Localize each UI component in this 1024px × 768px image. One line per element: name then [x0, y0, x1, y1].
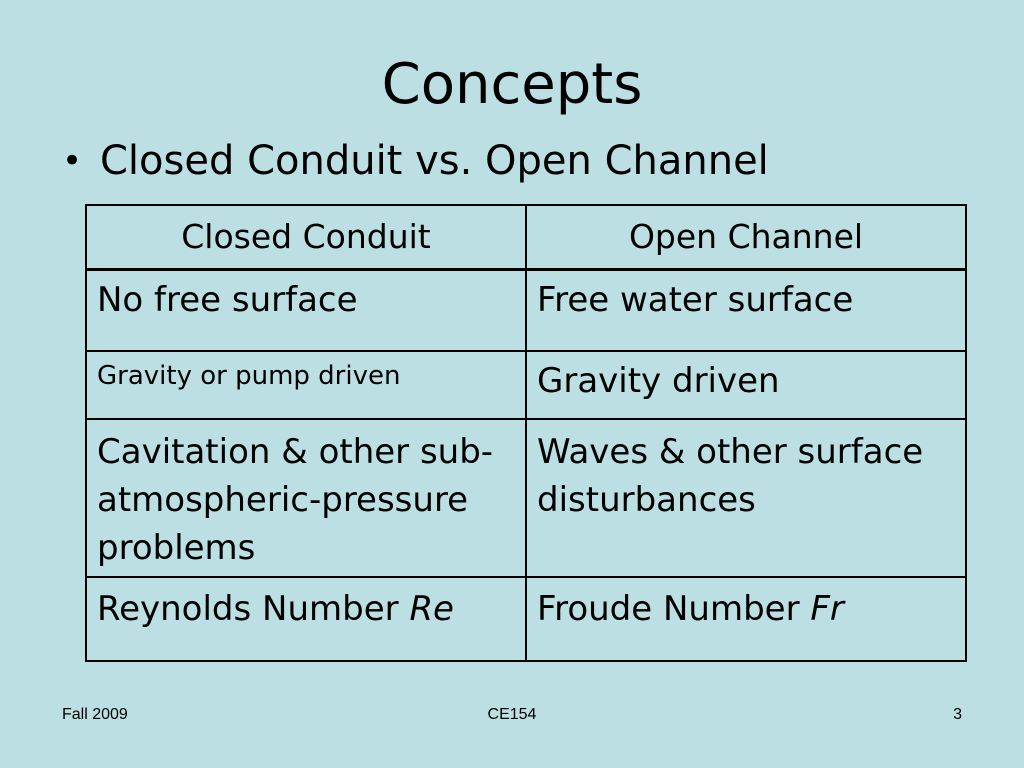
bullet-text: Closed Conduit vs. Open Channel — [100, 138, 769, 184]
column-header-open-channel: Open Channel — [525, 204, 967, 271]
table-cell: Reynolds Number Re — [85, 576, 527, 662]
table-cell: No free surface — [85, 268, 527, 352]
slide-title: Concepts — [381, 52, 643, 117]
comparison-table: Closed Conduit Open Channel No free surf… — [85, 204, 967, 662]
table-cell: Waves & other surface disturbances — [525, 418, 967, 578]
table-row: Gravity or pump driven Gravity driven — [85, 350, 967, 420]
bullet-dot-icon: • — [62, 141, 83, 181]
froude-symbol: Fr — [810, 589, 844, 629]
table-cell: Cavitation & other sub-atmospheric-press… — [85, 418, 527, 578]
cell-text: Froude Number — [537, 589, 811, 629]
column-header-closed-conduit: Closed Conduit — [85, 204, 527, 271]
footer-date: Fall 2009 — [62, 706, 128, 723]
footer-page-number: 3 — [953, 706, 962, 723]
table-cell: Froude Number Fr — [525, 576, 967, 662]
table-row: No free surface Free water surface — [85, 268, 967, 352]
table-header-row: Closed Conduit Open Channel — [85, 204, 967, 271]
bullet-item: • Closed Conduit vs. Open Channel — [62, 136, 769, 186]
table-cell: Gravity or pump driven — [85, 350, 527, 420]
table-row: Reynolds Number Re Froude Number Fr — [85, 576, 967, 662]
reynolds-symbol: Re — [409, 589, 454, 629]
cell-text: Reynolds Number — [97, 589, 410, 629]
footer-course: CE154 — [487, 706, 537, 723]
table-cell: Free water surface — [525, 268, 967, 352]
table-cell: Gravity driven — [525, 350, 967, 420]
table-row: Cavitation & other sub-atmospheric-press… — [85, 418, 967, 578]
